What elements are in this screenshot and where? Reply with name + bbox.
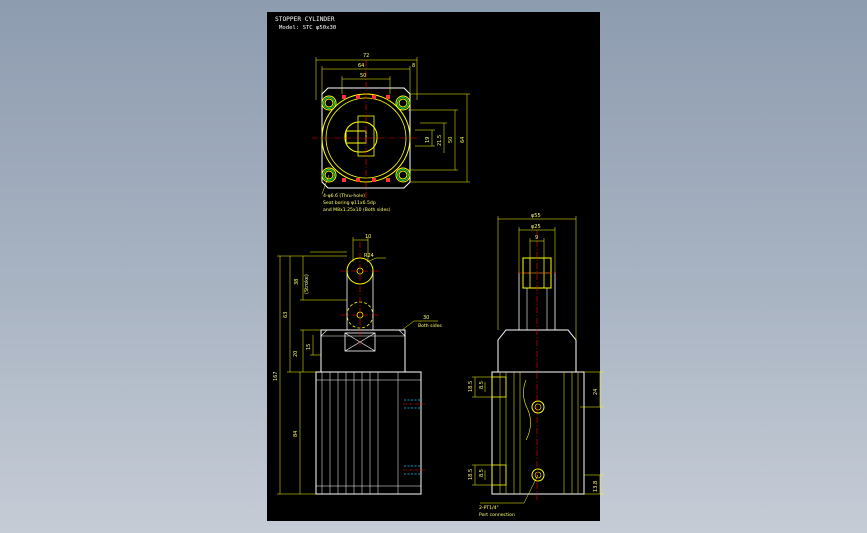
dim-phi55: φ55 bbox=[531, 213, 541, 219]
dim-10: 10 bbox=[365, 234, 371, 240]
note-thru-hole: 4-φ6.6 (Thru-hole) bbox=[323, 193, 365, 199]
top-view: 72 64 50 8 19 21.5 50 64 4-φ6.6 (Thru-ho… bbox=[312, 53, 470, 213]
dim-50-v: 50 bbox=[448, 137, 454, 143]
dim-30: 30 bbox=[423, 315, 429, 321]
dim-8-5-top: 8.5 bbox=[479, 381, 485, 389]
dim-r24: R24 bbox=[364, 253, 374, 259]
side-view: 10 R24 38 (Stroke) 63 20 15 30 Both side… bbox=[273, 234, 443, 495]
dim-13-8: 13.8 bbox=[593, 481, 599, 492]
dim-18-5-top: 18.5 bbox=[468, 381, 474, 392]
front-view: φ55 φ25 9 24 18.5 8.5 18.5 8.5 13.8 2-PT… bbox=[468, 213, 604, 518]
dim-167: 167 bbox=[273, 371, 279, 381]
note-both-sides: and M8x1.25x10 (Both sides) bbox=[323, 207, 391, 213]
dim-64-v: 64 bbox=[460, 137, 466, 143]
dim-15: 15 bbox=[306, 344, 312, 350]
dim-phi25: φ25 bbox=[531, 224, 541, 230]
note-seat-boring: Seat boring φ11x6.5dp bbox=[323, 200, 376, 206]
drawing-model: Model: STC φ50x30 bbox=[279, 25, 336, 31]
dim-20: 20 bbox=[293, 351, 299, 357]
dim-50: 50 bbox=[360, 73, 366, 79]
dim-64: 64 bbox=[358, 63, 364, 69]
note-port-connection: Port connection bbox=[479, 512, 515, 518]
dim-9: 9 bbox=[535, 235, 538, 241]
note-both-sides-30: Both sides bbox=[418, 323, 443, 329]
dim-72: 72 bbox=[363, 53, 369, 59]
dim-21-5: 21.5 bbox=[437, 135, 443, 146]
drawing-title: STOPPER CYLINDER bbox=[275, 16, 335, 23]
dim-8: 8 bbox=[412, 63, 415, 69]
dim-38: 38 bbox=[294, 279, 300, 285]
dim-24: 24 bbox=[593, 389, 599, 395]
note-port-size: 2-PT1/4" bbox=[479, 505, 499, 511]
dim-84: 84 bbox=[293, 431, 299, 437]
dim-stroke: (Stroke) bbox=[304, 274, 310, 294]
dim-19: 19 bbox=[425, 137, 431, 143]
dim-8-5-bottom: 8.5 bbox=[479, 469, 485, 477]
dim-18-5-bottom: 18.5 bbox=[468, 469, 474, 480]
dim-63: 63 bbox=[283, 312, 289, 318]
